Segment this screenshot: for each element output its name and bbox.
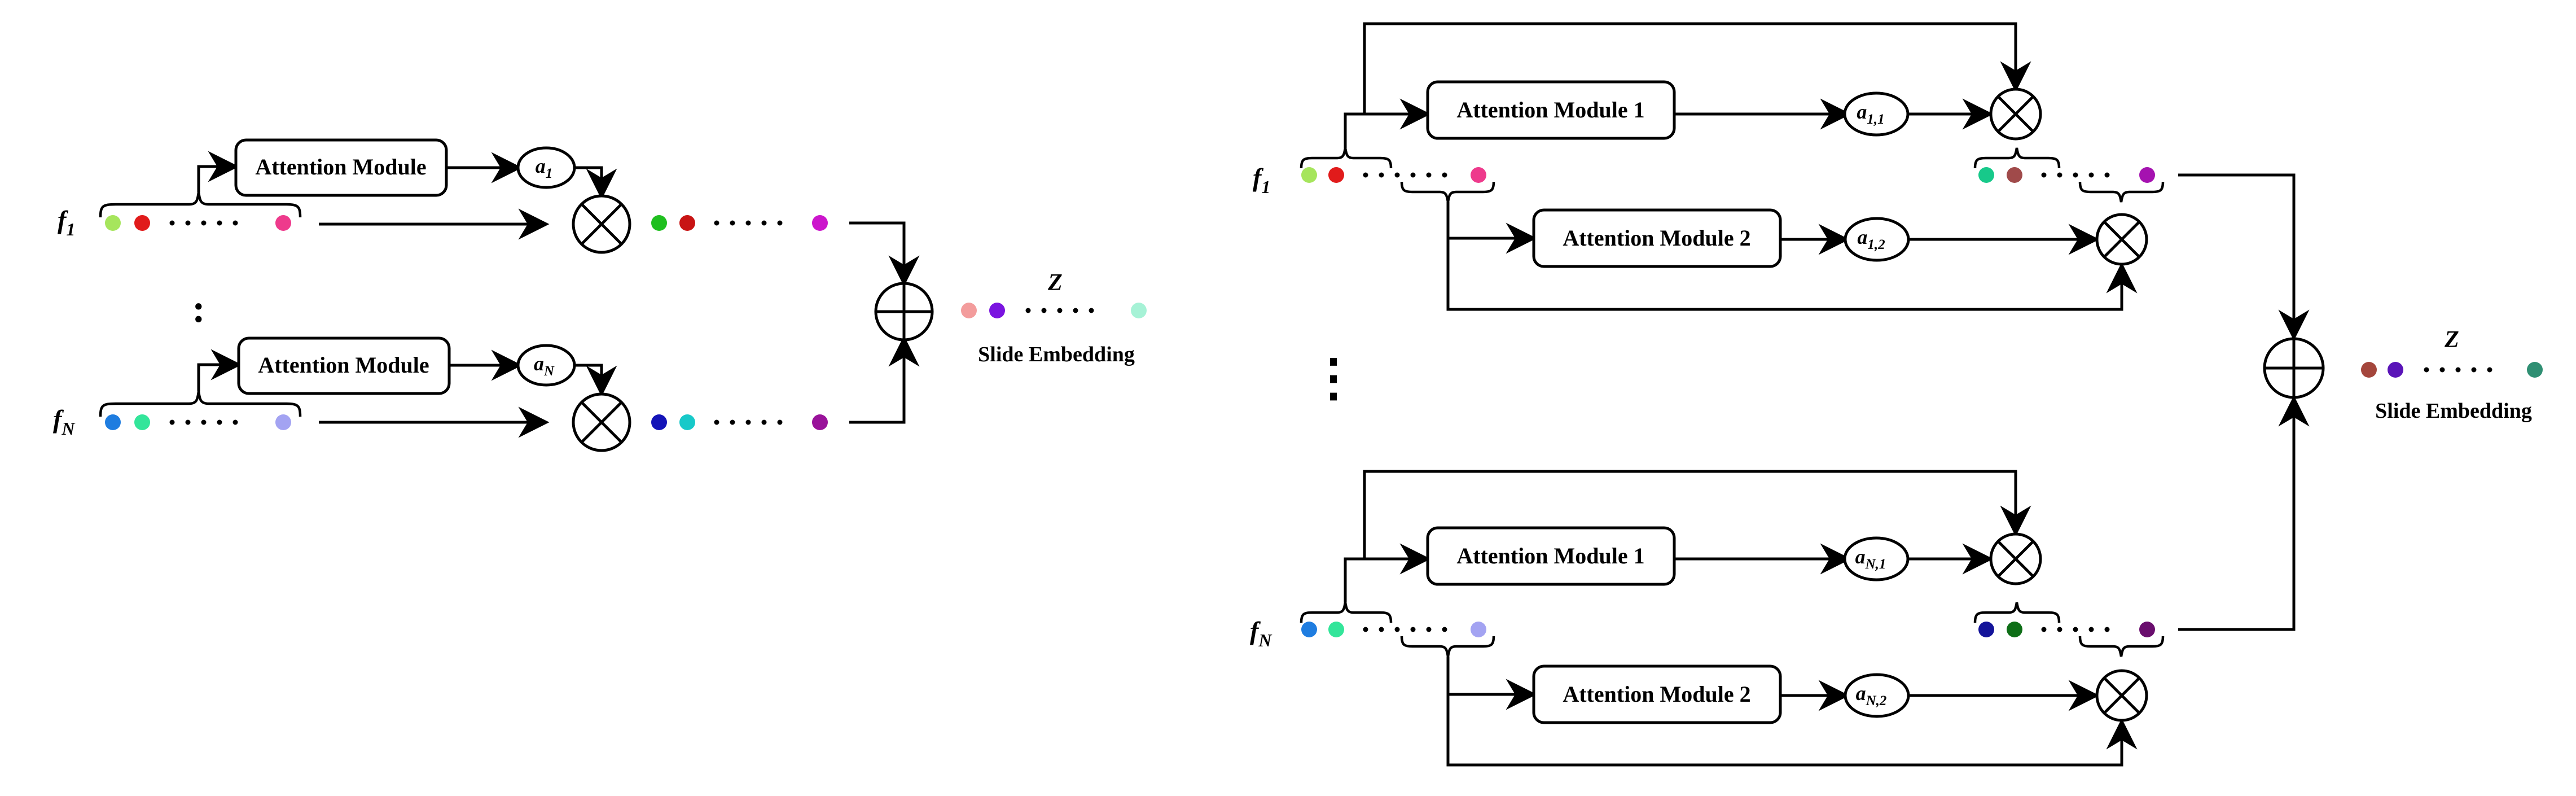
right-a12-label: a1,2 (1857, 226, 1885, 252)
right-attention-module-1-branch-1 (1426, 80, 1676, 140)
left-fn-dot-2 (134, 414, 150, 430)
right-z-dot-3 (2527, 362, 2543, 378)
right-attention-module-1-branch-n (1426, 526, 1676, 586)
right-attention-module-2-branch-1-label: Attention Module 2 (1563, 225, 1750, 251)
left-attention-module-n-label: Attention Module (258, 352, 429, 378)
right-out1-dot-2 (2007, 167, 2022, 183)
right-f1-skip-bottom (1446, 238, 2138, 311)
left-outn-dot-2 (679, 414, 695, 430)
right-attention-module-1-branch-1-label: Attention Module 1 (1456, 97, 1644, 123)
right-z-dot-2 (2388, 362, 2403, 378)
right-slide-embedding-label: Slide Embedding (2375, 399, 2532, 423)
right-multiply-n1-icon (1989, 532, 2042, 585)
right-out1-dot-3 (2139, 167, 2155, 183)
right-f1-to-module-2-arrow (1446, 202, 1537, 254)
right-feature-n-label: fN (1250, 616, 1272, 650)
right-f1-dot-3 (1471, 167, 1486, 183)
left-z-dot-1 (961, 303, 977, 318)
right-fn-brace-upper (1300, 602, 1393, 623)
right-fn-to-module-1-arrow (1344, 543, 1431, 602)
left-slide-embedding-label: Slide Embedding (978, 343, 1135, 366)
left-out1-dot-2 (679, 215, 695, 231)
left-fn-to-module-arrow (197, 349, 242, 391)
right-attention-module-1-branch-n-label: Attention Module 1 (1456, 543, 1644, 568)
left-out1-dot-3 (812, 215, 828, 231)
right-fn-skip-top (1363, 470, 2031, 559)
left-sum-icon (874, 282, 934, 342)
right-fn-brace-lower (1400, 636, 1495, 657)
left-branch-n: fN Attention Module aN (53, 335, 920, 452)
right-out1-to-sum-arrow (2178, 173, 2310, 341)
left-out1-to-sum-arrow (849, 221, 920, 287)
right-out1-dot-1 (1978, 167, 1994, 183)
left-outn-dot-3 (812, 414, 828, 430)
right-outn-brace-upper (1973, 602, 2061, 623)
right-f1-skip-top (1363, 22, 2031, 114)
right-f1-dot-2 (1328, 167, 1344, 183)
right-attention-module-2-branch-n-label: Attention Module 2 (1563, 681, 1750, 707)
right-outn-dot-2 (2007, 622, 2022, 637)
right-multiply-11-icon (1989, 88, 2042, 141)
left-a1-to-mult-arrow (574, 166, 617, 200)
right-z-dot-1 (2361, 362, 2377, 378)
left-fn-dot-1 (105, 414, 121, 430)
right-z-label: Z (2444, 327, 2459, 353)
left-f1-dot-2 (134, 215, 150, 231)
right-fn-skip-bottom (1446, 694, 2138, 767)
right-a11-label: a1,1 (1857, 100, 1884, 127)
right-multiply-12-icon (2095, 213, 2148, 266)
left-panel: f1 Attention Module a1 (53, 138, 1147, 452)
left-f1-to-module-arrow (197, 151, 239, 192)
right-out1-brace-upper (1973, 147, 2061, 169)
right-f1-brace-lower (1400, 181, 1495, 203)
right-out1-brace-lower (2078, 181, 2165, 203)
left-outn-to-sum-arrow (849, 335, 920, 424)
right-fn-dot-3 (1471, 622, 1486, 637)
left-z-label: Z (1047, 270, 1063, 296)
right-outn-brace-lower (2078, 636, 2165, 657)
left-an-label: aN (534, 352, 555, 379)
left-out1-dot-1 (651, 215, 667, 231)
left-an-to-mult-arrow (574, 364, 617, 397)
right-outn-dot-3 (2139, 622, 2155, 637)
right-f1-brace-upper (1300, 147, 1393, 169)
left-outn-dot-1 (651, 414, 667, 430)
left-branch-1: f1 Attention Module a1 (58, 138, 920, 287)
left-z-dot-2 (989, 303, 1005, 318)
left-attention-module-1-label: Attention Module (255, 154, 426, 180)
right-fn-dot-2 (1328, 622, 1344, 637)
right-branch-n: fN Attention Module 1 aN,1 (1250, 395, 2310, 767)
right-vertical-ellipsis: ⋮ (1308, 351, 1359, 406)
left-z-dot-3 (1131, 303, 1147, 318)
right-multiply-n2-icon (2095, 669, 2148, 722)
left-fn-dot-3 (275, 414, 291, 430)
left-a1-label: a1 (536, 155, 553, 181)
left-feature-n-label: fN (53, 405, 76, 439)
left-feature-1-label: f1 (58, 205, 75, 239)
right-feature-1-label: f1 (1253, 163, 1270, 197)
left-vertical-ellipsis: : (192, 287, 205, 331)
left-multiply-n-icon (572, 392, 631, 452)
left-f1-dot-1 (105, 215, 121, 231)
right-fn-dot-1 (1301, 622, 1317, 637)
left-f1-dot-3 (275, 215, 291, 231)
left-multiply-1-icon (572, 194, 631, 254)
right-branch-1: f1 Attention Module 1 a1,1 (1253, 22, 2310, 341)
right-sum-icon (2263, 337, 2325, 399)
left-fn-brace (99, 391, 302, 417)
right-panel: f1 Attention Module 1 a1,1 (1250, 22, 2543, 767)
right-outn-dot-1 (1978, 622, 1994, 637)
right-f1-to-module-1-arrow (1344, 98, 1431, 148)
right-f1-dot-1 (1301, 167, 1317, 183)
right-outn-to-sum-arrow (2178, 395, 2310, 631)
right-an2-label: aN,2 (1856, 682, 1887, 708)
right-fn-to-module-2-arrow (1446, 657, 1537, 710)
right-an1-label: aN,1 (1855, 545, 1886, 572)
